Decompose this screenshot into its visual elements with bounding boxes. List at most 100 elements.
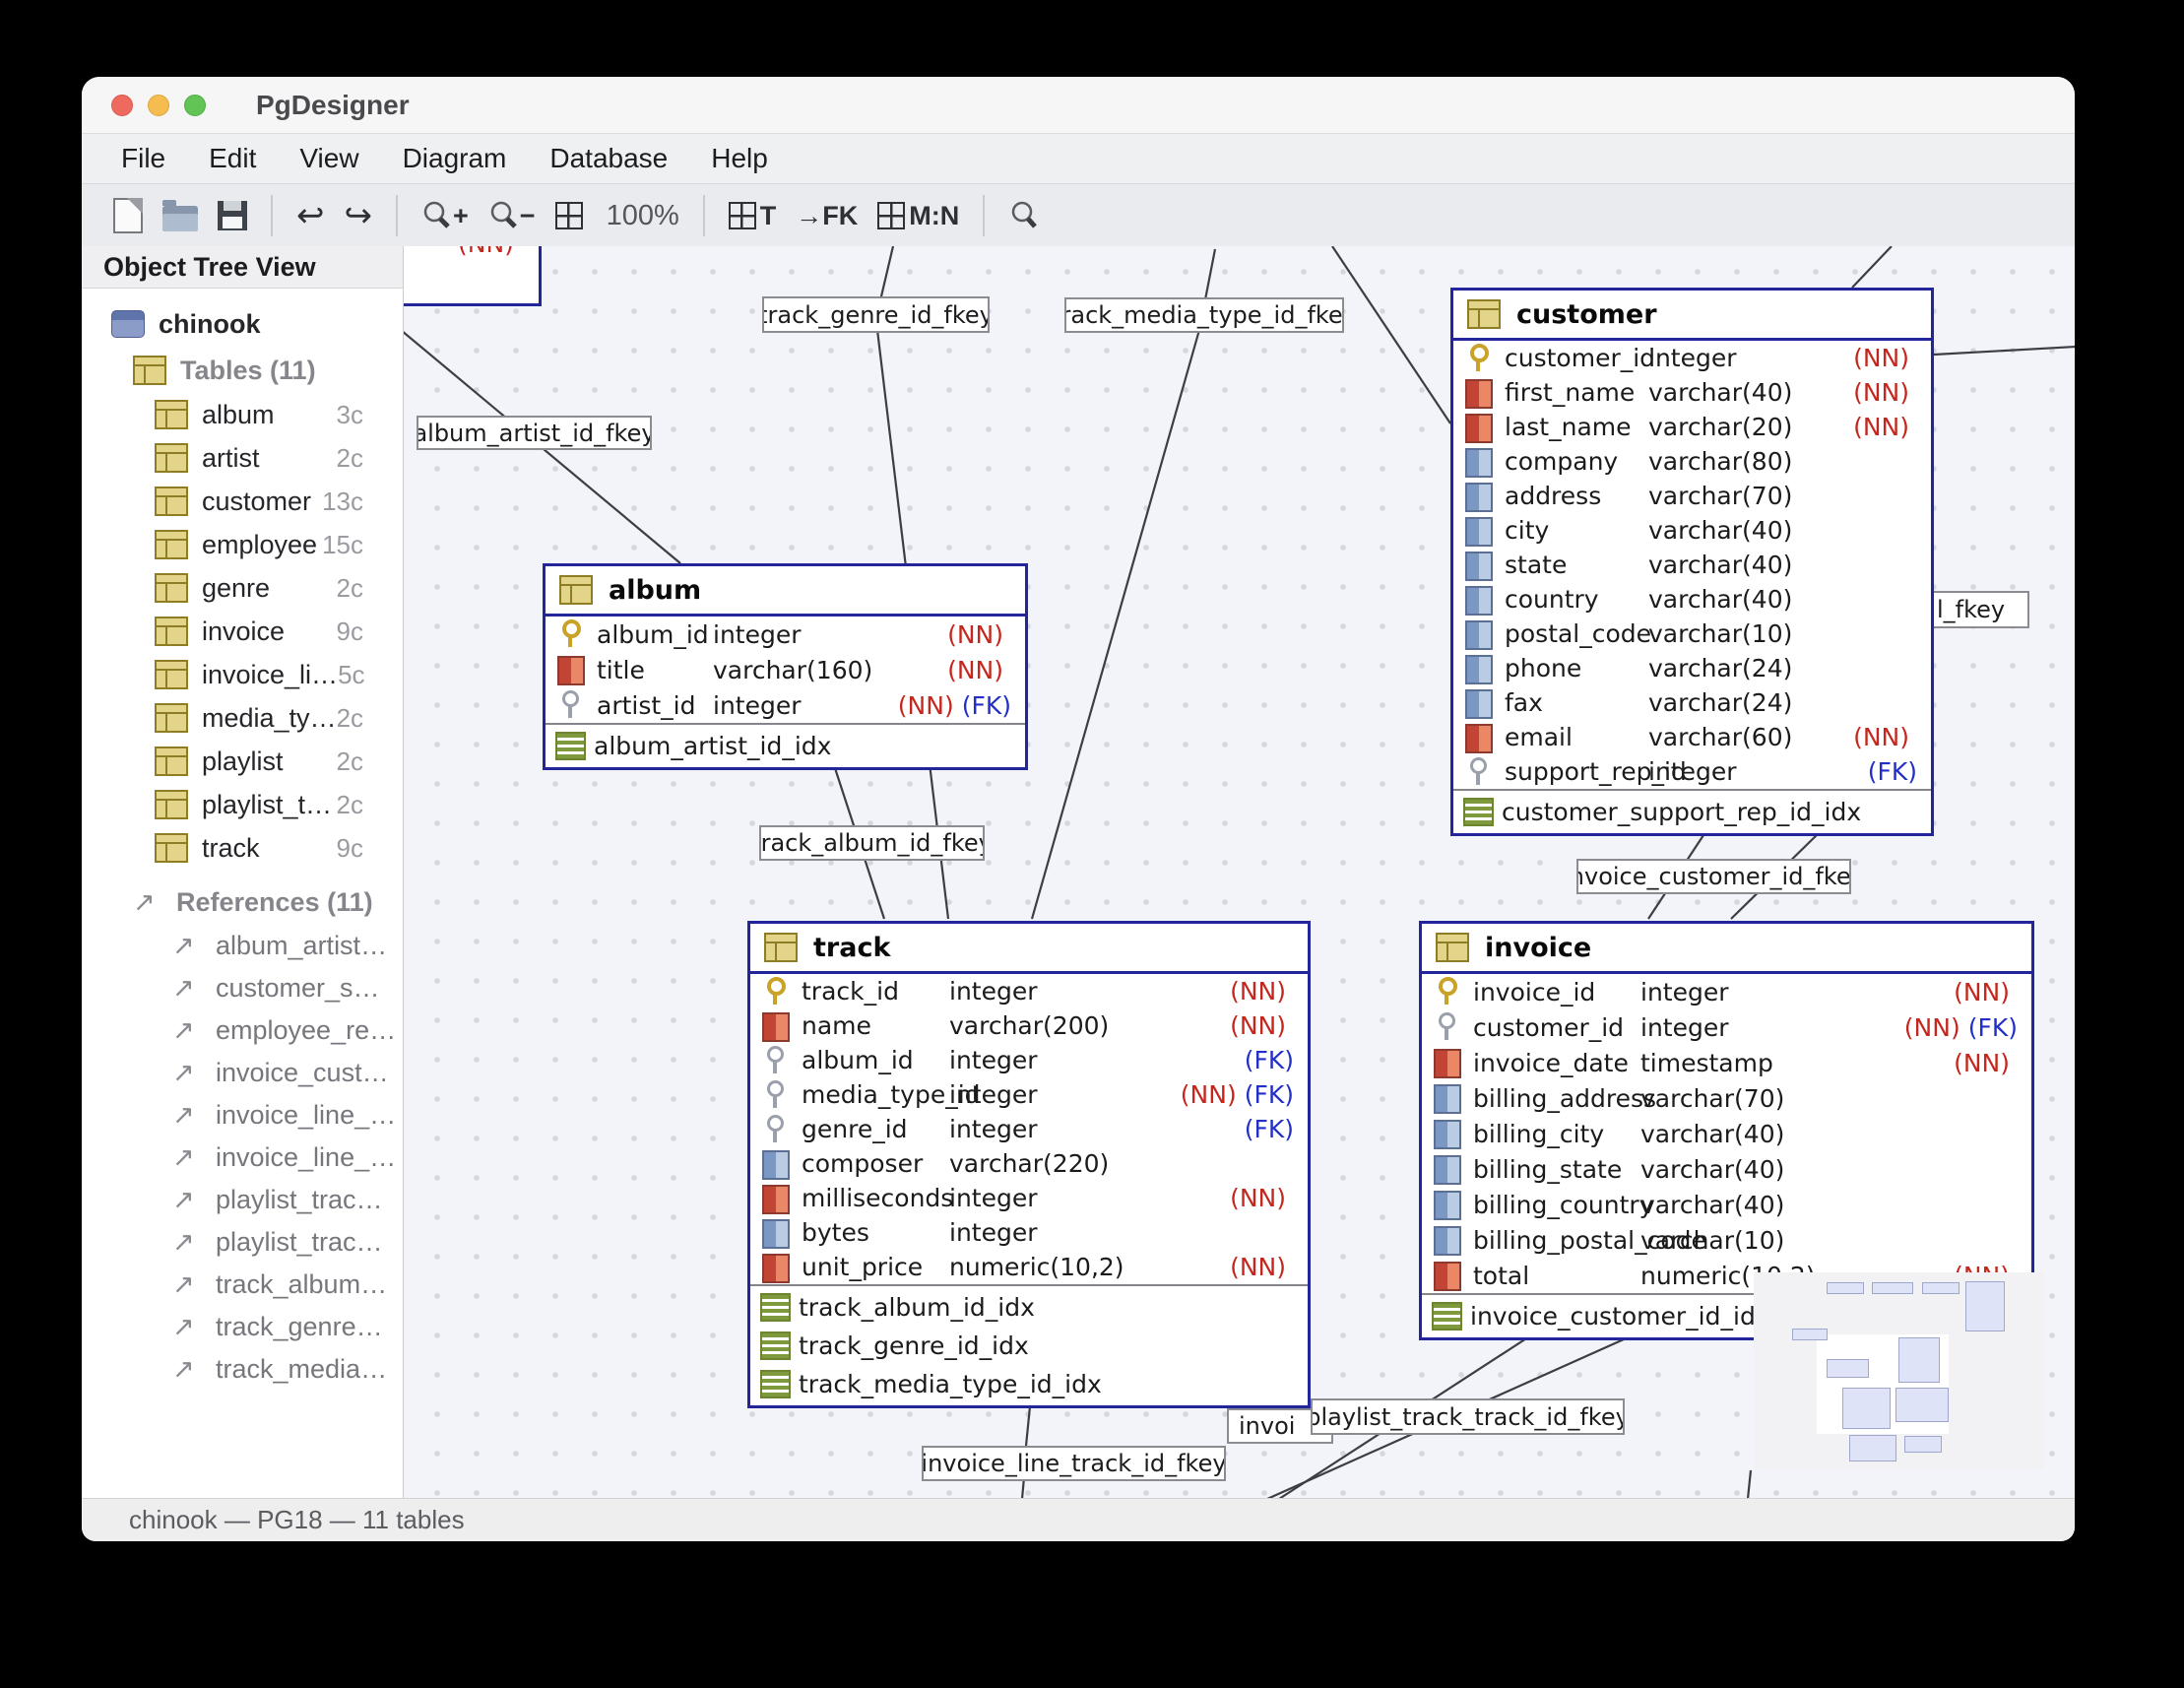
table-column-row[interactable]: city varchar(40)	[1453, 513, 1931, 548]
tree-item-reference[interactable]: album_artist…	[82, 925, 403, 967]
table-column-row[interactable]: billing_city varchar(40)	[1422, 1116, 2031, 1151]
table-column-row[interactable]: name varchar(200) (NN)	[750, 1008, 1308, 1043]
search-button[interactable]	[1008, 200, 1040, 231]
minimize-window-button[interactable]	[148, 94, 169, 116]
tree-item-table[interactable]: employee 15c	[82, 523, 403, 566]
index-row[interactable]: track_album_id_idx	[750, 1288, 1308, 1327]
table-column-row[interactable]: composer varchar(220)	[750, 1146, 1308, 1181]
add-foreign-key-button[interactable]: →FK	[796, 201, 858, 231]
tree-item-table[interactable]: invoice_li… 5c	[82, 653, 403, 696]
tree-group-tables[interactable]: Tables (11)	[82, 348, 403, 393]
fkey-label-invoice-customer[interactable]: invoice_customer_id_fkey	[1576, 859, 1851, 894]
table-column-row[interactable]: billing_address varchar(70)	[1422, 1080, 2031, 1116]
tree-item-reference[interactable]: invoice_cust…	[82, 1052, 403, 1094]
table-column-row[interactable]: invoice_date timestamp (NN)	[1422, 1045, 2031, 1080]
index-row[interactable]: track_genre_id_idx	[750, 1327, 1308, 1365]
tree-item-table[interactable]: playlist_t… 2c	[82, 783, 403, 826]
tree-item-reference[interactable]: playlist_trac…	[82, 1221, 403, 1264]
tree-item-table[interactable]: track 9c	[82, 826, 403, 870]
table-header[interactable]: invoice	[1422, 924, 2031, 974]
diagram-table-album[interactable]: album album_id integer (NN)	[543, 563, 1028, 770]
menu-file[interactable]: File	[121, 143, 166, 173]
table-column-row[interactable]: last_name varchar(20) (NN)	[1453, 410, 1931, 444]
fkey-label-playlist-track[interactable]: playlist_track_track_id_fkey	[1311, 1398, 1625, 1435]
index-row[interactable]: invoice_customer_id_idx	[1422, 1297, 2031, 1335]
menu-view[interactable]: View	[299, 143, 359, 173]
tree-item-reference[interactable]: customer_s…	[82, 967, 403, 1009]
tree-item-reference[interactable]: employee_re…	[82, 1009, 403, 1052]
add-many-to-many-button[interactable]: M:N	[877, 201, 959, 231]
fkey-label-track-album[interactable]: track_album_id_fkey	[759, 825, 985, 861]
table-column-row[interactable]: customer_id integer (NN)	[1453, 341, 1931, 375]
table-column-row[interactable]: unit_price numeric(10,2) (NN)	[750, 1250, 1308, 1284]
table-column-row[interactable]: fax varchar(24)	[1453, 685, 1931, 720]
tree-item-table[interactable]: album 3c	[82, 393, 403, 436]
zoom-in-button[interactable]: +	[421, 200, 469, 231]
undo-button[interactable]: ↩	[296, 199, 325, 232]
table-column-row[interactable]: email varchar(60) (NN)	[1453, 720, 1931, 754]
menu-diagram[interactable]: Diagram	[402, 143, 507, 173]
table-column-row[interactable]: company varchar(80)	[1453, 444, 1931, 479]
menu-edit[interactable]: Edit	[209, 143, 257, 173]
table-column-row[interactable]: country varchar(40)	[1453, 582, 1931, 617]
diagram-table-track[interactable]: track track_id integer (NN)	[747, 921, 1311, 1408]
table-column-row[interactable]: media_type_id integer (NN) (FK)	[750, 1077, 1308, 1112]
add-table-button[interactable]: T	[728, 201, 776, 231]
table-column-row[interactable]: first_name varchar(40) (NN)	[1453, 375, 1931, 410]
tree-item-table[interactable]: media_ty… 2c	[82, 696, 403, 740]
tree-item-reference[interactable]: track_genre…	[82, 1306, 403, 1348]
minimap[interactable]	[1754, 1272, 2044, 1469]
tree-item-reference[interactable]: track_media…	[82, 1348, 403, 1391]
table-column-row[interactable]: track_id integer (NN)	[750, 974, 1308, 1008]
table-column-row[interactable]: album_id integer (NN)	[546, 617, 1025, 652]
table-column-row[interactable]: phone varchar(24)	[1453, 651, 1931, 685]
table-header[interactable]: album	[546, 566, 1025, 617]
diagram-canvas[interactable]: (NN) ) track_genre_id_fkey track_media_t…	[404, 246, 2075, 1499]
table-column-row[interactable]: milliseconds integer (NN)	[750, 1181, 1308, 1215]
table-column-row[interactable]: address varchar(70)	[1453, 479, 1931, 513]
partial-table-artist[interactable]: (NN) )	[404, 246, 542, 306]
tree-item-table[interactable]: playlist 2c	[82, 740, 403, 783]
index-row[interactable]: album_artist_id_idx	[546, 727, 1025, 765]
tree-item-reference[interactable]: invoice_line_…	[82, 1136, 403, 1179]
table-column-row[interactable]: billing_state varchar(40)	[1422, 1151, 2031, 1187]
table-column-row[interactable]: support_rep_id integer (FK)	[1453, 754, 1931, 789]
zoom-level[interactable]: 100%	[606, 199, 679, 231]
table-column-row[interactable]: invoice_id integer (NN)	[1422, 974, 2031, 1009]
tree-item-reference[interactable]: track_album…	[82, 1264, 403, 1306]
menu-help[interactable]: Help	[711, 143, 768, 173]
diagram-table-customer[interactable]: customer customer_id integer (NN)	[1450, 288, 1934, 836]
table-column-row[interactable]: genre_id integer (FK)	[750, 1112, 1308, 1146]
table-column-row[interactable]: artist_id integer (NN) (FK)	[546, 687, 1025, 723]
table-column-row[interactable]: customer_id integer (NN) (FK)	[1422, 1009, 2031, 1045]
table-column-row[interactable]: billing_country varchar(40)	[1422, 1187, 2031, 1222]
save-button[interactable]	[218, 201, 247, 230]
fit-view-button[interactable]	[554, 202, 587, 229]
table-column-row[interactable]: title varchar(160) (NN)	[546, 652, 1025, 687]
open-button[interactable]	[162, 200, 198, 231]
table-column-row[interactable]: bytes integer	[750, 1215, 1308, 1250]
table-header[interactable]: track	[750, 924, 1308, 974]
tree-group-references[interactable]: References (11)	[82, 879, 403, 925]
menu-database[interactable]: Database	[549, 143, 669, 173]
fkey-label-invoice-line-track[interactable]: invoice_line_track_id_fkey	[922, 1446, 1226, 1481]
tree-item-table[interactable]: customer 13c	[82, 480, 403, 523]
fkey-label-track-media-type[interactable]: track_media_type_id_fkey	[1064, 297, 1344, 333]
fkey-label-album-artist[interactable]: album_artist_id_fkey	[417, 416, 652, 450]
tree-item-reference[interactable]: playlist_trac…	[82, 1179, 403, 1221]
table-column-row[interactable]: billing_postal_code varchar(10)	[1422, 1222, 2031, 1258]
index-row[interactable]: track_media_type_id_idx	[750, 1365, 1308, 1403]
tree-item-database[interactable]: chinook	[82, 300, 403, 348]
zoom-out-button[interactable]: −	[488, 200, 536, 231]
tree-item-table[interactable]: invoice 9c	[82, 610, 403, 653]
table-column-row[interactable]: album_id integer (FK)	[750, 1043, 1308, 1077]
fkey-label-track-genre[interactable]: track_genre_id_fkey	[762, 296, 990, 333]
tree-item-reference[interactable]: invoice_line_…	[82, 1094, 403, 1136]
tree-item-table[interactable]: genre 2c	[82, 566, 403, 610]
table-header[interactable]: customer	[1453, 291, 1931, 341]
table-column-row[interactable]: postal_code varchar(10)	[1453, 617, 1931, 651]
index-row[interactable]: customer_support_rep_id_idx	[1453, 793, 1931, 831]
close-window-button[interactable]	[111, 94, 133, 116]
fkey-label-partial-right[interactable]: l_fkey	[1931, 591, 2029, 628]
tree-item-table[interactable]: artist 2c	[82, 436, 403, 480]
